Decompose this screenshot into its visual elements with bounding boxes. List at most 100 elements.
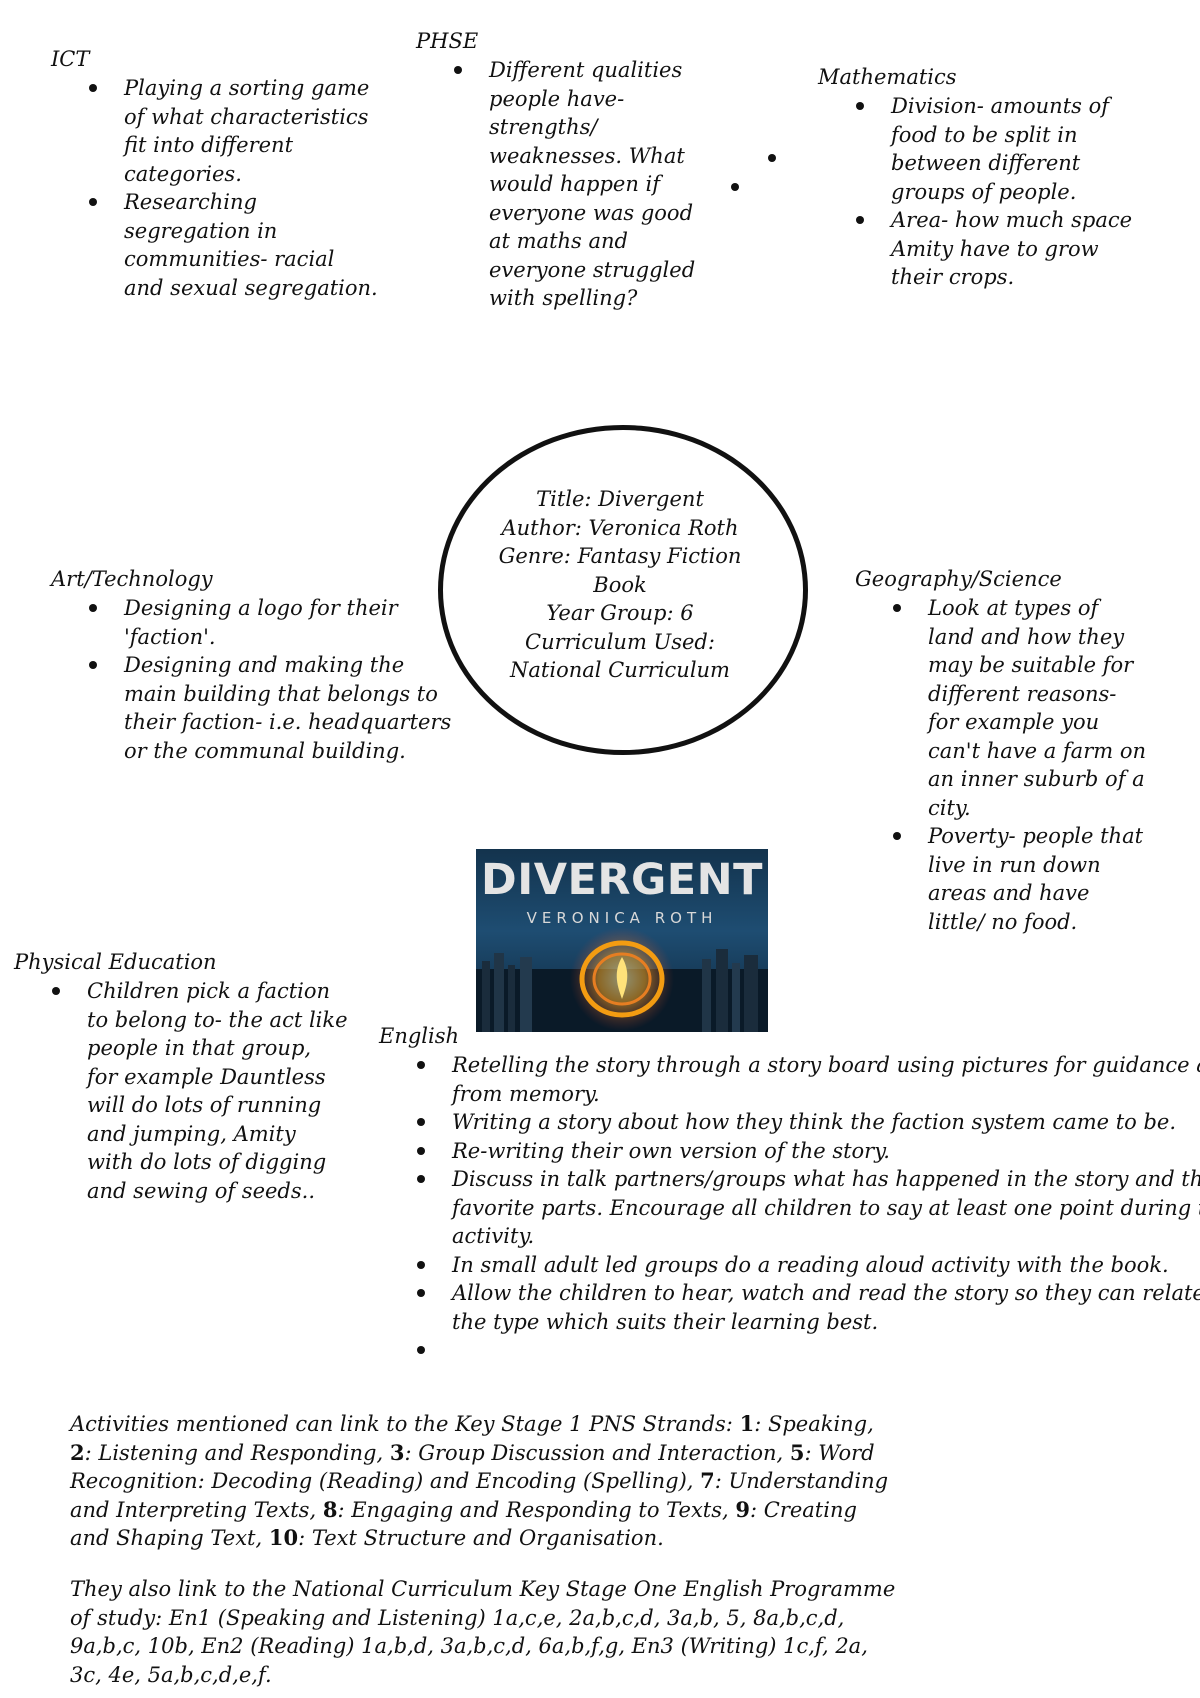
strand-number: 5: [789, 1439, 805, 1465]
list-item-line: In small adult led groups do a reading a…: [452, 1252, 1169, 1277]
list-item-line: and sexual segregation.: [124, 275, 378, 300]
topic-summary: Title: Divergent Author: Veronica Roth G…: [480, 485, 760, 685]
list-item-line: Amity have to grow: [891, 236, 1099, 261]
list-item-line: to belong to- the act like: [87, 1007, 348, 1032]
list-item-line: 'faction'.: [124, 624, 216, 649]
list-item-line: Writing a story about how they think the…: [452, 1110, 1177, 1134]
list-item-line: Discuss in talk partners/groups what has…: [452, 1167, 1200, 1191]
book-genre-cont: Book: [593, 572, 647, 597]
strand-number: 3: [389, 1439, 405, 1465]
list-item-line: fit into different: [124, 133, 294, 157]
mathematics-list: Division- amounts of food to be split in b…: [855, 92, 1133, 292]
list-item-line: Playing a sorting game: [124, 76, 370, 100]
curriculum-label: Curriculum Used:: [525, 629, 715, 654]
list-item-line: Area- how much space: [891, 208, 1133, 232]
strand-text: : Group Discussion and Interaction,: [404, 1440, 790, 1465]
physical-education-section: Physical Education Children pick a facti…: [14, 949, 348, 1205]
stray-bullet: [731, 183, 739, 191]
list-item: Allow the children to hear, watch and re…: [416, 1279, 1200, 1336]
pns-strands-paragraph: Activities mentioned can link to the Key…: [70, 1410, 900, 1553]
list-item-line: land and how they: [928, 624, 1125, 649]
list-item: Discuss in talk partners/groups what has…: [416, 1165, 1200, 1251]
list-item-line: would happen if: [489, 172, 661, 196]
strand-text: : Understanding and Interpreting Texts,: [70, 1469, 889, 1522]
strand-text: : Listening and Responding,: [84, 1440, 390, 1465]
book-author: Author: Veronica Roth: [501, 515, 739, 540]
list-item-line: categories.: [124, 161, 242, 186]
strand-number: 10: [268, 1525, 299, 1550]
pns-strands-intro: Activities mentioned can link to the Key…: [70, 1412, 740, 1436]
ict-heading: ICT: [51, 47, 90, 71]
strand-number: 9: [735, 1496, 750, 1522]
book-genre: Genre: Fantasy Fiction: [498, 544, 742, 568]
strand-text: : Creating and Shaping Text,: [70, 1497, 857, 1551]
list-item: Division- amounts of food to be split in b…: [855, 92, 1132, 206]
mathematics-section: Mathematics Division- amounts of food to …: [818, 64, 1132, 292]
strand-text: : Word Recognition: Decoding (Reading) a…: [70, 1440, 875, 1494]
list-item-line: their faction- i.e. headquarters: [124, 710, 452, 734]
topic-circle: [438, 425, 808, 755]
list-item-line: everyone was good: [489, 200, 694, 225]
list-item-line: for example Dauntless: [87, 1064, 326, 1089]
list-item: In small adult led groups do a reading a…: [416, 1251, 1200, 1280]
list-item-line: Division- amounts of: [891, 94, 1109, 118]
art-technology-list: Designing a logo for their 'faction'.Desi…: [88, 594, 452, 765]
list-item-line: their crops.: [891, 265, 1015, 289]
book-cover-image: DIVERGENT VERONICA ROTH: [476, 849, 768, 1032]
list-item-line: everyone struggled: [489, 257, 696, 282]
mathematics-heading: Mathematics: [818, 65, 957, 89]
list-item: Writing a story about how they think the…: [416, 1108, 1200, 1137]
list-item-line: with spelling?: [489, 286, 638, 310]
list-item-line: people in that group,: [87, 1036, 312, 1060]
english-list: Retelling the story through a story boar…: [416, 1051, 1200, 1365]
curriculum-name: National Curriculum: [510, 658, 730, 682]
list-item-line: or the communal building.: [124, 738, 406, 763]
list-item-line: at maths and: [489, 229, 628, 253]
list-item-line: and sewing of seeds..: [87, 1178, 315, 1203]
national-curriculum-paragraph: They also link to the National Curriculu…: [70, 1577, 896, 1687]
strand-number: 8: [322, 1496, 338, 1522]
strand-number: 2: [70, 1439, 85, 1465]
list-item: Retelling the story through a story boar…: [416, 1051, 1200, 1108]
list-item: Designing a logo for their 'faction'.: [88, 594, 451, 651]
list-item-line: communities- racial: [124, 247, 335, 271]
list-item-line: with do lots of digging: [87, 1150, 327, 1174]
strand-text: : Speaking,: [754, 1412, 874, 1436]
list-item-line: Children pick a faction: [87, 979, 331, 1003]
physical-education-heading: Physical Education: [14, 950, 217, 974]
art-technology-section: Art/Technology Designing a logo for thei…: [51, 566, 451, 765]
list-item-line: favorite parts. Encourage all children t…: [452, 1195, 1200, 1220]
geography-science-heading: Geography/Science: [855, 567, 1062, 591]
strand-text: : Engaging and Responding to Texts,: [337, 1497, 736, 1522]
list-item-line: activity.: [452, 1224, 535, 1248]
list-item-line: food to be split in: [891, 122, 1078, 147]
list-item-line: segregation in: [124, 218, 278, 243]
list-item-line: weaknesses. What: [489, 143, 685, 168]
list-item-line: live in run down: [928, 852, 1101, 877]
strand-number: 7: [700, 1468, 715, 1493]
list-item-line: for example you: [928, 710, 1100, 734]
list-item: [416, 1336, 1200, 1365]
list-item-line: [452, 1336, 1200, 1365]
list-item-line: Researching: [124, 190, 257, 214]
list-item-line: between different: [891, 151, 1081, 175]
cover-author: VERONICA ROTH: [526, 909, 718, 927]
list-item: Re-writing their own version of the stor…: [416, 1137, 1200, 1166]
list-item: Researching segregation in communities- ra…: [89, 188, 378, 302]
list-item-line: may be suitable for: [928, 653, 1134, 677]
book-cover-art: [476, 927, 768, 1032]
list-item-line: Designing a logo for their: [124, 596, 398, 620]
list-item-line: different reasons-: [928, 681, 1117, 706]
stray-bullet: [768, 154, 776, 162]
strand-text: : Text Structure and Organisation.: [298, 1526, 664, 1550]
list-item-line: people have-: [489, 86, 625, 111]
